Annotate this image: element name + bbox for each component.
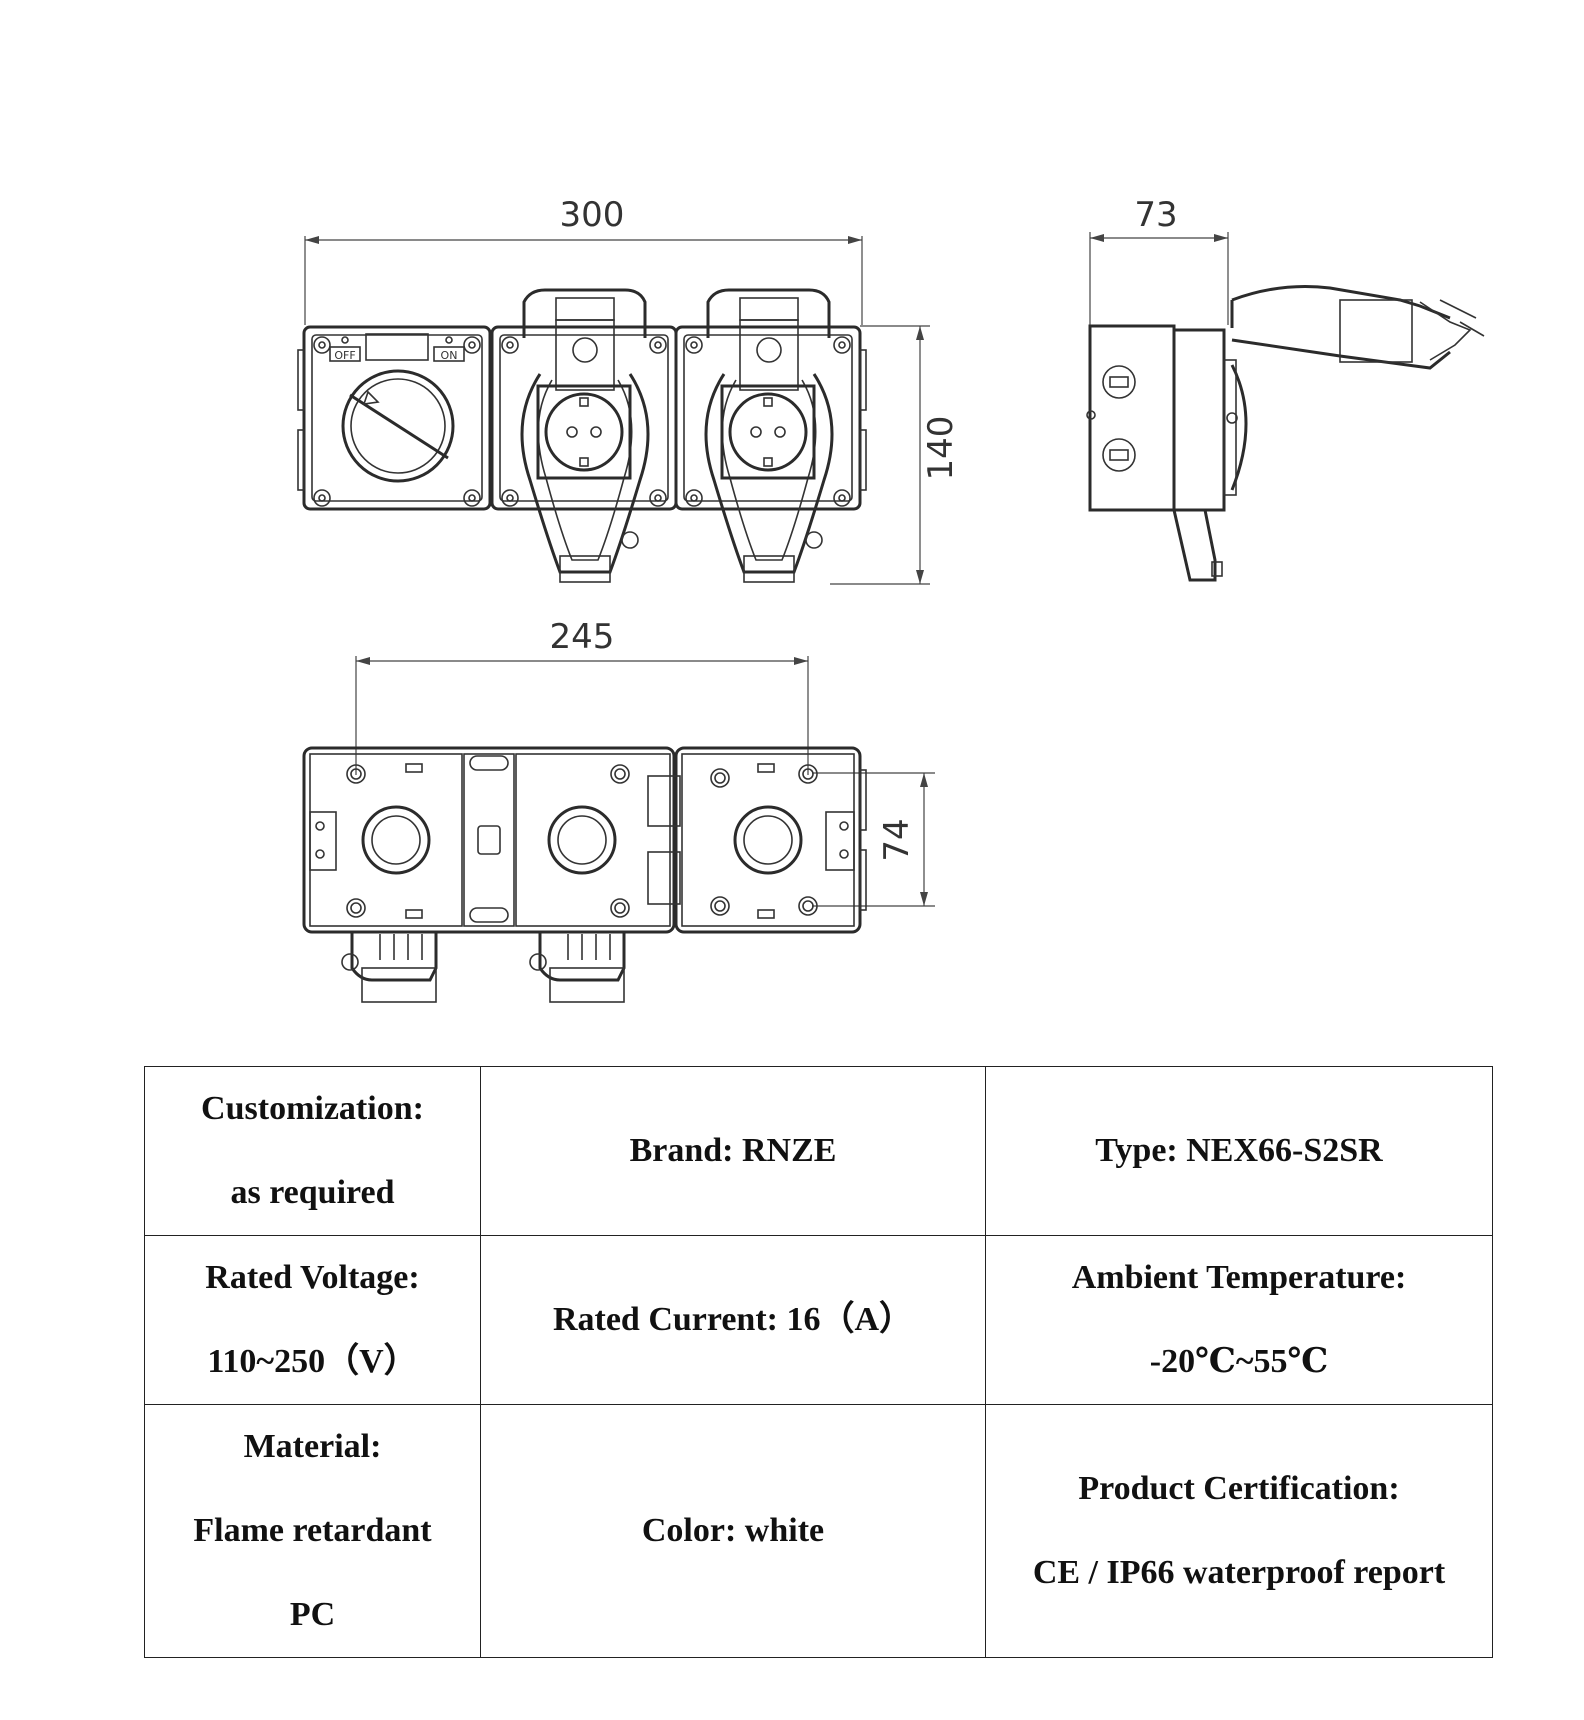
voltage-value: 110~250（V） [207, 1343, 418, 1380]
cell-type: Type: NEX66-S2SR [985, 1066, 1493, 1236]
technical-drawing: 300 140 OFF ON [297, 195, 1485, 1003]
cell-material: Material: Flame retardant PC [144, 1404, 481, 1658]
socket-module-1 [490, 288, 678, 583]
certification-label: Product Certification: [1078, 1470, 1400, 1507]
dimension-height-front: 140 [830, 325, 961, 585]
dimension-label-height-back: 74 [877, 818, 917, 861]
temperature-label: Ambient Temperature: [1071, 1259, 1407, 1296]
front-view: 300 140 OFF ON [297, 195, 961, 585]
dimension-width-back: 245 [355, 617, 809, 775]
spec-table: Customization: as required Brand: RNZE T… [144, 1066, 1493, 1658]
material-label: Material: [243, 1428, 382, 1465]
rotary-knob [341, 369, 455, 483]
table-row: Rated Voltage: 110~250（V） Rated Current:… [144, 1235, 1493, 1405]
type-text: Type: NEX66-S2SR [1095, 1132, 1383, 1169]
temperature-value: -20℃~55℃ [1149, 1343, 1329, 1380]
socket-module-2 [674, 288, 867, 583]
table-row: Material: Flame retardant PC Color: whit… [144, 1404, 1493, 1658]
cell-current: Rated Current: 16（A） [480, 1235, 986, 1405]
cell-certification: Product Certification: CE / IP66 waterpr… [985, 1404, 1493, 1658]
material-value-1: Flame retardant [193, 1512, 432, 1549]
cell-color: Color: white [480, 1404, 986, 1658]
table-row: Customization: as required Brand: RNZE T… [144, 1066, 1493, 1236]
customization-value: as required [230, 1174, 395, 1211]
voltage-label: Rated Voltage: [205, 1259, 420, 1296]
material-value-2: PC [289, 1596, 336, 1633]
dimension-label-width: 300 [560, 195, 625, 235]
dimension-label-width-back: 245 [550, 617, 615, 657]
color-text: Color: white [641, 1512, 825, 1549]
cell-voltage: Rated Voltage: 110~250（V） [144, 1235, 481, 1405]
side-view: 73 [1086, 195, 1485, 582]
switch-module: OFF ON [297, 325, 492, 511]
back-view: 245 74 [302, 617, 935, 1003]
cell-temperature: Ambient Temperature: -20℃~55℃ [985, 1235, 1493, 1405]
dimension-width-front: 300 [304, 195, 863, 325]
customization-label: Customization: [201, 1090, 424, 1127]
dimension-label-height: 140 [921, 416, 961, 481]
cell-brand: Brand: RNZE [480, 1066, 986, 1236]
switch-label-on: ON [441, 349, 458, 362]
certification-value: CE / IP66 waterproof report [1032, 1554, 1446, 1591]
current-text: Rated Current: 16（A） [552, 1301, 914, 1338]
dimension-depth-side: 73 [1089, 195, 1229, 325]
switch-label-off: OFF [334, 349, 355, 362]
dimension-height-back: 74 [812, 772, 935, 907]
cell-customization: Customization: as required [144, 1066, 481, 1236]
brand-text: Brand: RNZE [629, 1132, 837, 1169]
dimension-label-depth: 73 [1134, 195, 1177, 235]
